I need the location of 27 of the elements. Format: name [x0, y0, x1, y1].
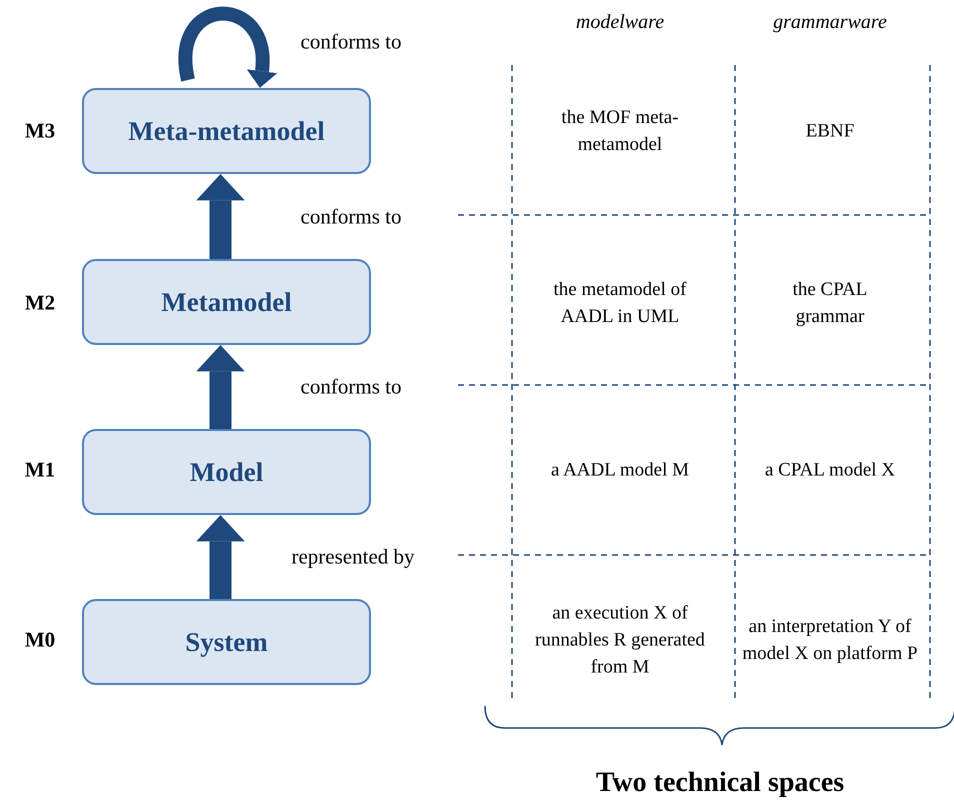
level-box [82, 429, 371, 515]
box-title: Model [190, 456, 264, 489]
block-arrow [196, 174, 245, 259]
column-header: modelware [576, 10, 664, 35]
block-arrow [196, 515, 245, 599]
level-label: M2 [24, 289, 56, 316]
level-label: M0 [24, 626, 56, 654]
table-cell-text: an execution X of runnables R generated from M [535, 602, 705, 680]
level-label: M3 [24, 117, 56, 144]
self-loop-arrow [178, 6, 278, 88]
block-arrow [196, 345, 245, 429]
table-cell-text: the metamodel of AADL in UML [552, 278, 688, 329]
bracket-caption: Two technical spaces [596, 766, 844, 800]
table-cell-text: EBNF [804, 120, 856, 144]
table-cell-text: a CPAL model X [764, 458, 896, 482]
table-cell-text: the MOF meta-metamodel [560, 106, 680, 157]
column-header: grammarware [773, 10, 887, 35]
table-cell-text: a AADL model M [550, 458, 690, 482]
box-title: System [185, 626, 268, 659]
box-title: Metamodel [161, 286, 292, 319]
level-box [82, 259, 371, 345]
table-cell-text: an interpretation Y of model X on platform P [741, 615, 919, 666]
level-label: M1 [24, 456, 56, 484]
level-box [82, 599, 371, 685]
level-box [82, 88, 371, 174]
box-title: Meta-metamodel [128, 114, 325, 148]
table-cell-text: the CPAL grammar [792, 278, 868, 329]
